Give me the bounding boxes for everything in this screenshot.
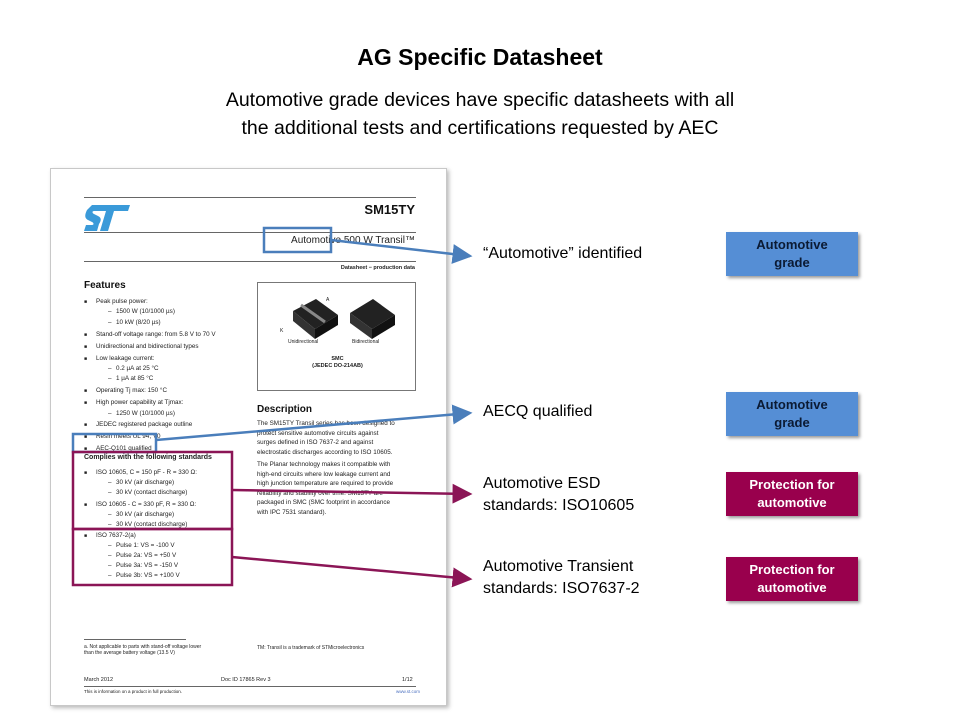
list-subitem: 0.2 µA at 25 °C xyxy=(116,364,159,372)
subtitle-line: the additional tests and certifications … xyxy=(241,117,719,139)
aecq-highlight-box xyxy=(71,432,158,454)
description-line: The SM15TY Transil series has been desig… xyxy=(257,420,395,427)
doc-id: Doc ID 17865 Rev 3 xyxy=(221,677,271,683)
list-item: ISO 10605, C = 150 pF - R = 330 Ω: xyxy=(84,469,197,476)
st-logo-icon xyxy=(84,205,130,231)
datasheet-image: SM15TY Automotive 500 W Transil™ Datashe… xyxy=(50,168,447,706)
list-subitem: 30 kV (air discharge) xyxy=(116,479,175,486)
subtitle-line: Automotive grade devices have specific d… xyxy=(225,89,735,111)
slide-subtitle: Automotive grade devices have specific d… xyxy=(0,86,960,142)
unidirectional-label: Unidirectional xyxy=(288,339,319,345)
callout-automotive-identified: “Automotive” identified xyxy=(483,245,643,262)
automotive-grade-tag: Automotive grade xyxy=(726,232,858,276)
description-line: with IPC 7531 standard). xyxy=(257,508,327,516)
dash-marker: – xyxy=(108,479,112,486)
list-subitem: Pulse 1: VS = -100 V xyxy=(116,542,175,549)
list-item: Resin meets UL 94, V0 xyxy=(84,433,160,440)
list-subitem: 1500 W (10/1000 µs) xyxy=(116,308,175,316)
list-item: Peak pulse power: xyxy=(84,298,148,305)
product-line-name: 500 W Transil™ xyxy=(343,235,415,246)
dash-marker: – xyxy=(108,318,112,326)
description-line: The Planar technology makes it compatibl… xyxy=(257,461,391,468)
list-subitem: Pulse 3b: VS = +100 V xyxy=(116,572,180,579)
description-line: packaged in SMC (SMC footprint in accord… xyxy=(257,499,390,506)
list-item: Stand-off voltage range: from 5.8 V to 7… xyxy=(84,331,216,338)
list-subitem: Pulse 2a: VS = +50 V xyxy=(116,552,177,559)
list-subitem: 30 kV (air discharge) xyxy=(116,510,175,518)
iso10605-highlight-box xyxy=(71,450,234,531)
list-subitem: 1250 W (10/1000 µs) xyxy=(116,409,175,417)
dash-marker: – xyxy=(108,375,112,383)
anode-label: A xyxy=(326,297,330,303)
description-heading: Description xyxy=(257,404,313,415)
production-note: This is information on a product in full… xyxy=(84,689,183,694)
description-line: high junction temperature are required t… xyxy=(257,480,394,487)
package-jedec: (JEDEC DO-214AB) xyxy=(312,363,363,369)
dash-marker: – xyxy=(108,510,112,518)
package-drawing-icon xyxy=(293,299,395,339)
iso7637-highlight-box xyxy=(71,527,234,587)
list-item: AEC-Q101 qualified xyxy=(84,445,152,452)
part-number: SM15TY xyxy=(364,202,415,217)
package-figure: A K Unidirectional Bidirectional SMC (JE… xyxy=(257,282,416,391)
st-website-link[interactable]: www.st.com xyxy=(396,689,421,694)
list-item: JEDEC registered package outline xyxy=(84,421,192,428)
footnote: a. Not applicable to parts with stand-of… xyxy=(84,644,201,656)
divider xyxy=(84,686,416,687)
description-line: electrostatic discharges according to IS… xyxy=(257,448,393,456)
standards-heading: Complies with the following standards xyxy=(84,454,212,461)
callout-esd-standards: Automotive ESD standards: ISO10605 xyxy=(483,475,635,514)
list-subitem: 30 kV (contact discharge) xyxy=(116,520,188,528)
dash-marker: – xyxy=(108,552,112,559)
features-heading: Features xyxy=(84,280,126,291)
slide-title: AG Specific Datasheet xyxy=(357,44,603,70)
automotive-grade-tag: Automotive grade xyxy=(726,392,858,436)
dash-marker: – xyxy=(108,572,112,579)
iso10605-callout-arrow xyxy=(231,483,473,504)
list-subitem: 30 kV (contact discharge) xyxy=(116,489,188,496)
dash-marker: – xyxy=(108,409,112,417)
protection-tag: Protection for automotive xyxy=(726,557,858,601)
cathode-label: K xyxy=(280,328,284,334)
list-item: Unidirectional and bidirectional types xyxy=(84,343,199,350)
divider xyxy=(84,261,416,262)
divider xyxy=(84,639,186,640)
footnote-line: a. Not applicable to parts with stand-of… xyxy=(84,644,202,650)
protection-tag: Protection for automotive xyxy=(726,472,858,516)
list-item: ISO 10605 - C = 330 pF, R = 330 Ω: xyxy=(84,501,196,508)
dash-marker: – xyxy=(108,489,112,496)
divider xyxy=(84,232,416,233)
footnote-line: than the average battery voltage (13.5 V… xyxy=(84,650,175,656)
page-number: 1/12 xyxy=(402,677,413,683)
list-item: Operating Tj max: 150 °C xyxy=(84,387,167,394)
dash-marker: – xyxy=(108,364,112,372)
dash-marker: – xyxy=(108,562,112,569)
list-subitem: 1 µA at 85 °C xyxy=(116,375,154,383)
doc-date: March 2012 xyxy=(84,677,114,683)
iso7637-callout-arrow xyxy=(231,555,473,588)
dash-marker: – xyxy=(108,520,112,528)
list-item: Low leakage current: xyxy=(84,355,155,362)
list-subitem: 10 kW (8/20 µs) xyxy=(116,318,161,326)
list-item: ISO 7637-2(a) xyxy=(84,532,136,539)
package-name: SMC xyxy=(331,356,344,362)
description-line: reliability and stability over time. SM1… xyxy=(257,489,383,497)
description-line: protect sensitive automotive circuits ag… xyxy=(257,429,379,437)
description-line: high-end circuits where low leakage curr… xyxy=(257,470,391,478)
dash-marker: – xyxy=(108,308,112,316)
aecq-callout-arrow xyxy=(155,404,473,442)
list-item: High power capability at Tjmax: xyxy=(84,399,183,406)
automotive-callout-arrow xyxy=(330,238,473,264)
automotive-highlight-box xyxy=(262,226,333,254)
dash-marker: – xyxy=(108,542,112,549)
callout-aecq-qualified: AECQ qualified xyxy=(483,403,593,420)
callout-transient-standards: Automotive Transient standards: ISO7637-… xyxy=(483,558,640,597)
list-subitem: Pulse 3a: VS = -150 V xyxy=(116,562,179,569)
bidirectional-label: Bidirectional xyxy=(352,339,380,345)
trademark-note: TM: Transil is a trademark of STMicroele… xyxy=(257,645,365,651)
doc-type: Datasheet − production data xyxy=(340,265,415,271)
description-line: surges defined in ISO 7637-2 and against xyxy=(257,439,374,446)
product-line-automotive: Automotive xyxy=(291,235,342,246)
divider xyxy=(84,197,416,198)
